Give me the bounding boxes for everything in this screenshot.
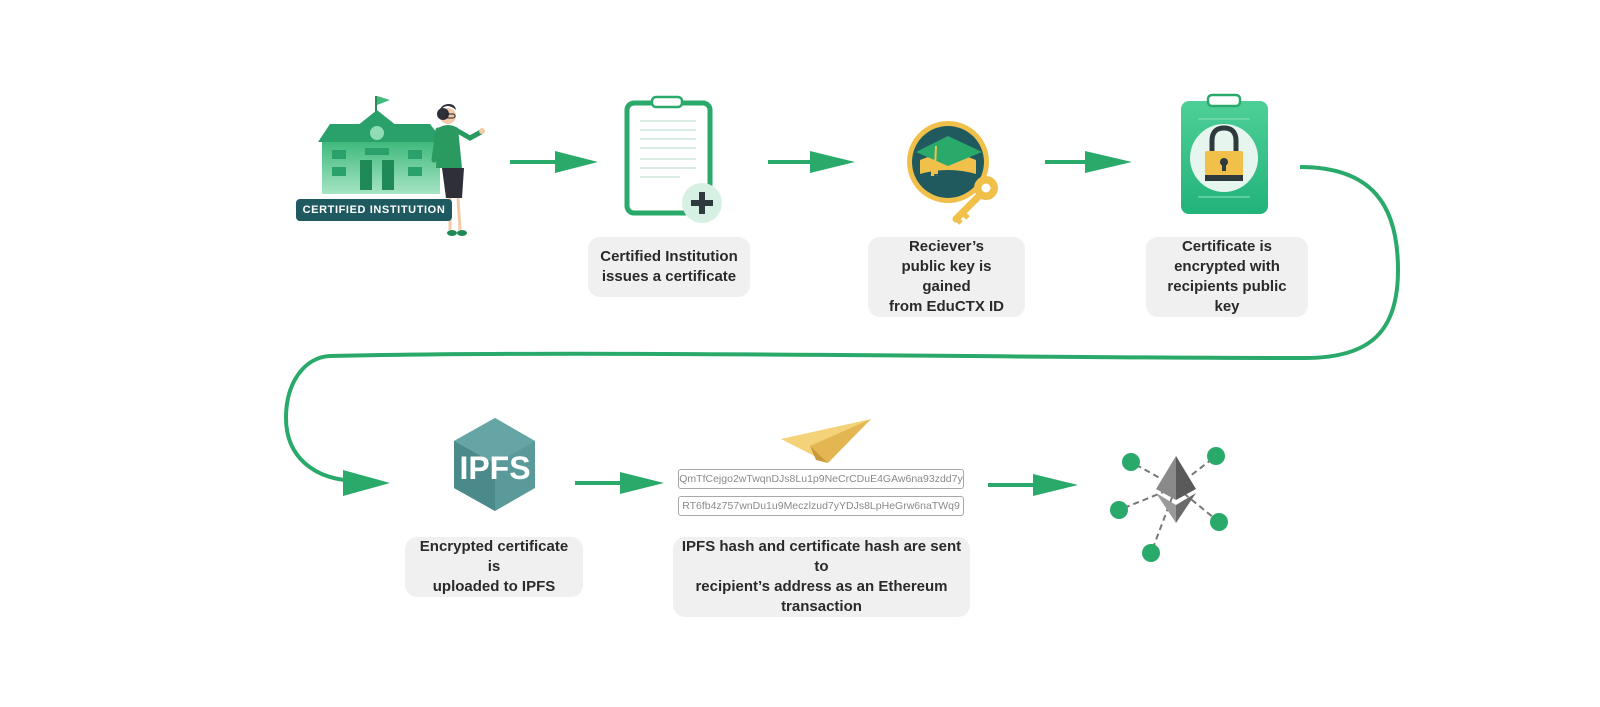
certificate-hash-field: RT6fb4z757wnDu1u9Meczlzud7yYDJs8LpHeGrw6… xyxy=(678,496,964,516)
step-send-label: IPFS hash and certificate hash are sent … xyxy=(673,537,970,617)
ipfs-logo-text: IPFS xyxy=(459,450,530,486)
step-upload-text: Encrypted certificate is uploaded to IPF… xyxy=(419,538,569,595)
network-node xyxy=(1210,513,1228,531)
arrow-2 xyxy=(768,151,855,173)
ipfs-logo-icon: IPFS xyxy=(454,418,535,511)
arrow-5 xyxy=(575,472,664,494)
step-encrypt-label: Certificate is encrypted with recipients… xyxy=(1146,237,1308,317)
network-node xyxy=(1110,501,1128,519)
step-issue-label: Certified Institution issues a certifica… xyxy=(588,237,750,297)
step-encrypt-text: Certificate is encrypted with recipients… xyxy=(1167,238,1287,315)
arrow-1 xyxy=(510,151,598,173)
paper-plane-icon xyxy=(781,419,871,463)
flow-connector-curve xyxy=(283,165,1401,483)
edu-key-icon: EDU xyxy=(907,121,998,225)
network-node xyxy=(1142,544,1160,562)
step-key-label: Reciever’s public key is gained from Edu… xyxy=(868,237,1025,317)
step-issue-text: Certified Institution issues a certifica… xyxy=(600,248,738,285)
step-send-text: IPFS hash and certificate hash are sent … xyxy=(681,538,962,615)
clipboard-add-icon xyxy=(624,95,722,223)
edu-badge-text: EDU xyxy=(933,172,967,189)
network-node xyxy=(1122,453,1140,471)
arrow-3 xyxy=(1045,151,1132,173)
arrow-4 xyxy=(343,470,390,496)
step-upload-label: Encrypted certificate is uploaded to IPF… xyxy=(405,537,583,597)
arrow-6 xyxy=(988,474,1078,496)
certified-institution-badge: CERTIFIED INSTITUTION xyxy=(296,199,452,221)
network-node xyxy=(1207,447,1225,465)
ipfs-hash-field: QmTfCejgo2wTwqnDJs8Lu1p9NeCrCDuE4GAw6na9… xyxy=(678,469,964,489)
ethereum-diamond-icon xyxy=(1156,456,1196,523)
step-key-text: Reciever’s public key is gained from Edu… xyxy=(889,238,1004,315)
encrypted-certificate-lock-icon xyxy=(1181,93,1268,214)
school-building-icon xyxy=(318,96,444,194)
ethereum-network-icon xyxy=(1110,447,1228,562)
